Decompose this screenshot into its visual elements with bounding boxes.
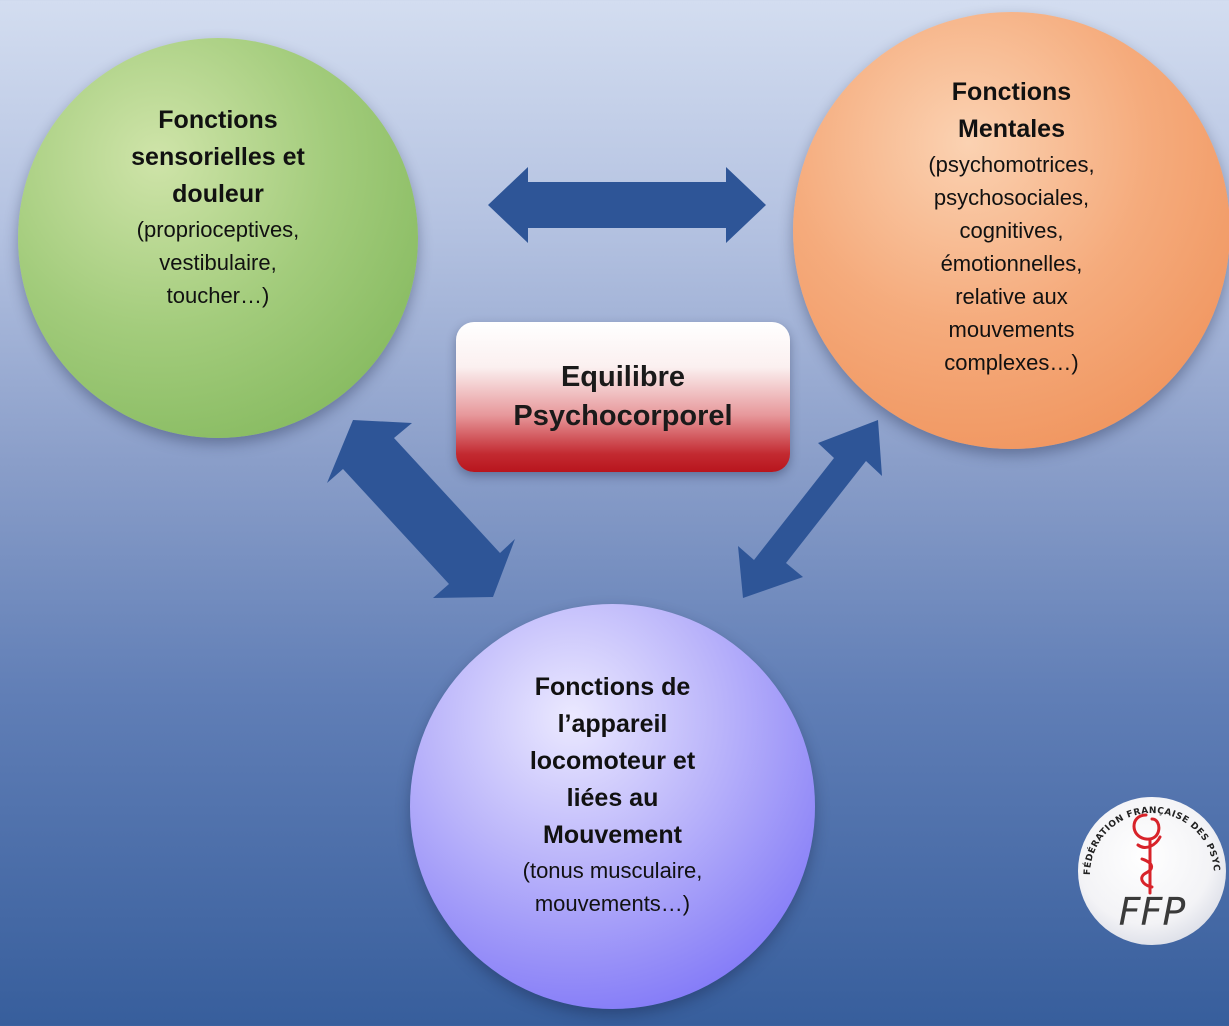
node-mental-title: Fonctions Mentales — [951, 78, 1072, 143]
node-mental-functions: Fonctions Mentales (psychomotrices, psyc… — [793, 12, 1229, 449]
node-mental-detail: (psychomotrices, psychosociales, cogniti… — [928, 152, 1095, 375]
node-sensory-title: Fonctions sensorielles et douleur — [131, 106, 305, 208]
logo-disc — [1078, 797, 1226, 945]
double-arrow-mental-locomotor — [738, 420, 882, 598]
center-label-line-1: Equilibre — [560, 361, 686, 393]
center-balance-box: Equilibre Psychocorporel — [456, 322, 790, 472]
logo-monogram: FFP — [1119, 890, 1186, 934]
node-locomotor-title: Fonctions de l’appareil locomoteur et li… — [529, 673, 696, 849]
double-arrow-sensory-mental — [488, 167, 766, 243]
node-locomotor-functions: Fonctions de l’appareil locomoteur et li… — [410, 604, 815, 1009]
node-sensory-detail: (proprioceptives, vestibulaire, toucher…… — [136, 217, 300, 308]
node-locomotor-detail: (tonus musculaire, mouvements…) — [522, 858, 703, 916]
double-arrow-sensory-locomotor — [327, 420, 515, 598]
center-label-line-2: Psychocorporel — [513, 400, 733, 432]
caduceus-icon — [1132, 813, 1162, 895]
ffp-logo: FÉDÉRATION FRANÇAISE DES PSYCHOMOTRICIEN… — [1068, 775, 1226, 945]
node-sensory-functions: Fonctions sensorielles et douleur (propr… — [18, 38, 418, 438]
